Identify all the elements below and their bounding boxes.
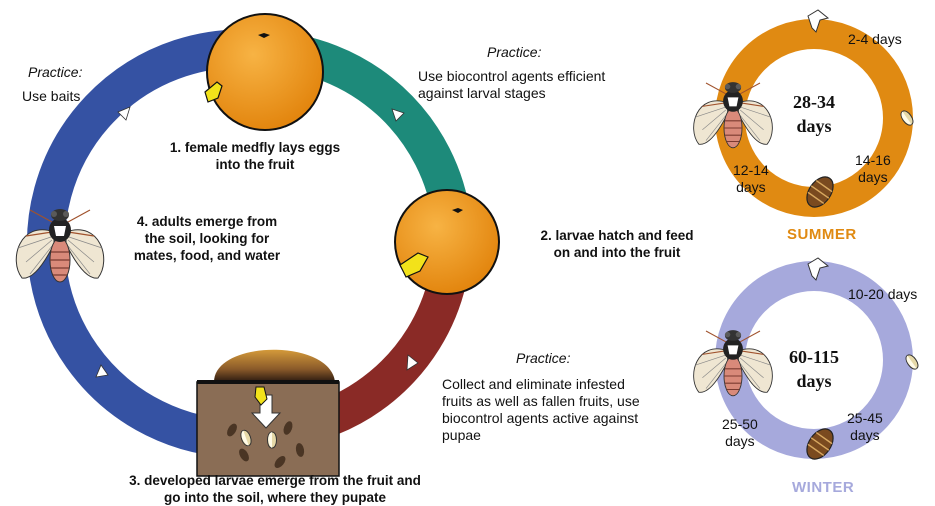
practice-baits-title: Practice: [28, 64, 82, 80]
soil-pupation [197, 350, 339, 476]
summer-pupa-duration: 12-14 days [733, 162, 769, 196]
practice-baits-text: Use baits [22, 88, 80, 105]
practice-larval-title: Practice: [487, 44, 541, 60]
winter-label: WINTER [792, 479, 854, 496]
summer-total-duration: 28-34 days [774, 90, 854, 138]
practice-larval-text: Use biocontrol agents efficient against … [418, 68, 605, 102]
practice-pupae-title: Practice: [516, 350, 570, 366]
fruit-egg-laying [205, 14, 323, 130]
fruit-larvae [395, 190, 499, 294]
winter-pupa-duration: 25-50 days [722, 416, 758, 450]
winter-larva-duration: 25-45 days [847, 410, 883, 444]
summer-larva-duration: 14-16 days [855, 152, 891, 186]
stage-2-label: 2. larvae hatch and feed on and into the… [518, 227, 716, 261]
winter-total-duration: 60-115 days [769, 345, 859, 393]
stage-1-label: 1. female medfly lays eggs into the frui… [145, 139, 365, 173]
stage-4-label: 4. adults emerge from the soil, looking … [112, 213, 302, 264]
winter-egg-duration: 10-20 days [848, 286, 917, 303]
stage-3-label: 3. developed larvae emerge from the frui… [80, 472, 470, 506]
practice-pupae-text: Collect and eliminate infested fruits as… [442, 376, 640, 444]
summer-egg-duration: 2-4 days [848, 31, 902, 48]
summer-label: SUMMER [787, 226, 857, 243]
